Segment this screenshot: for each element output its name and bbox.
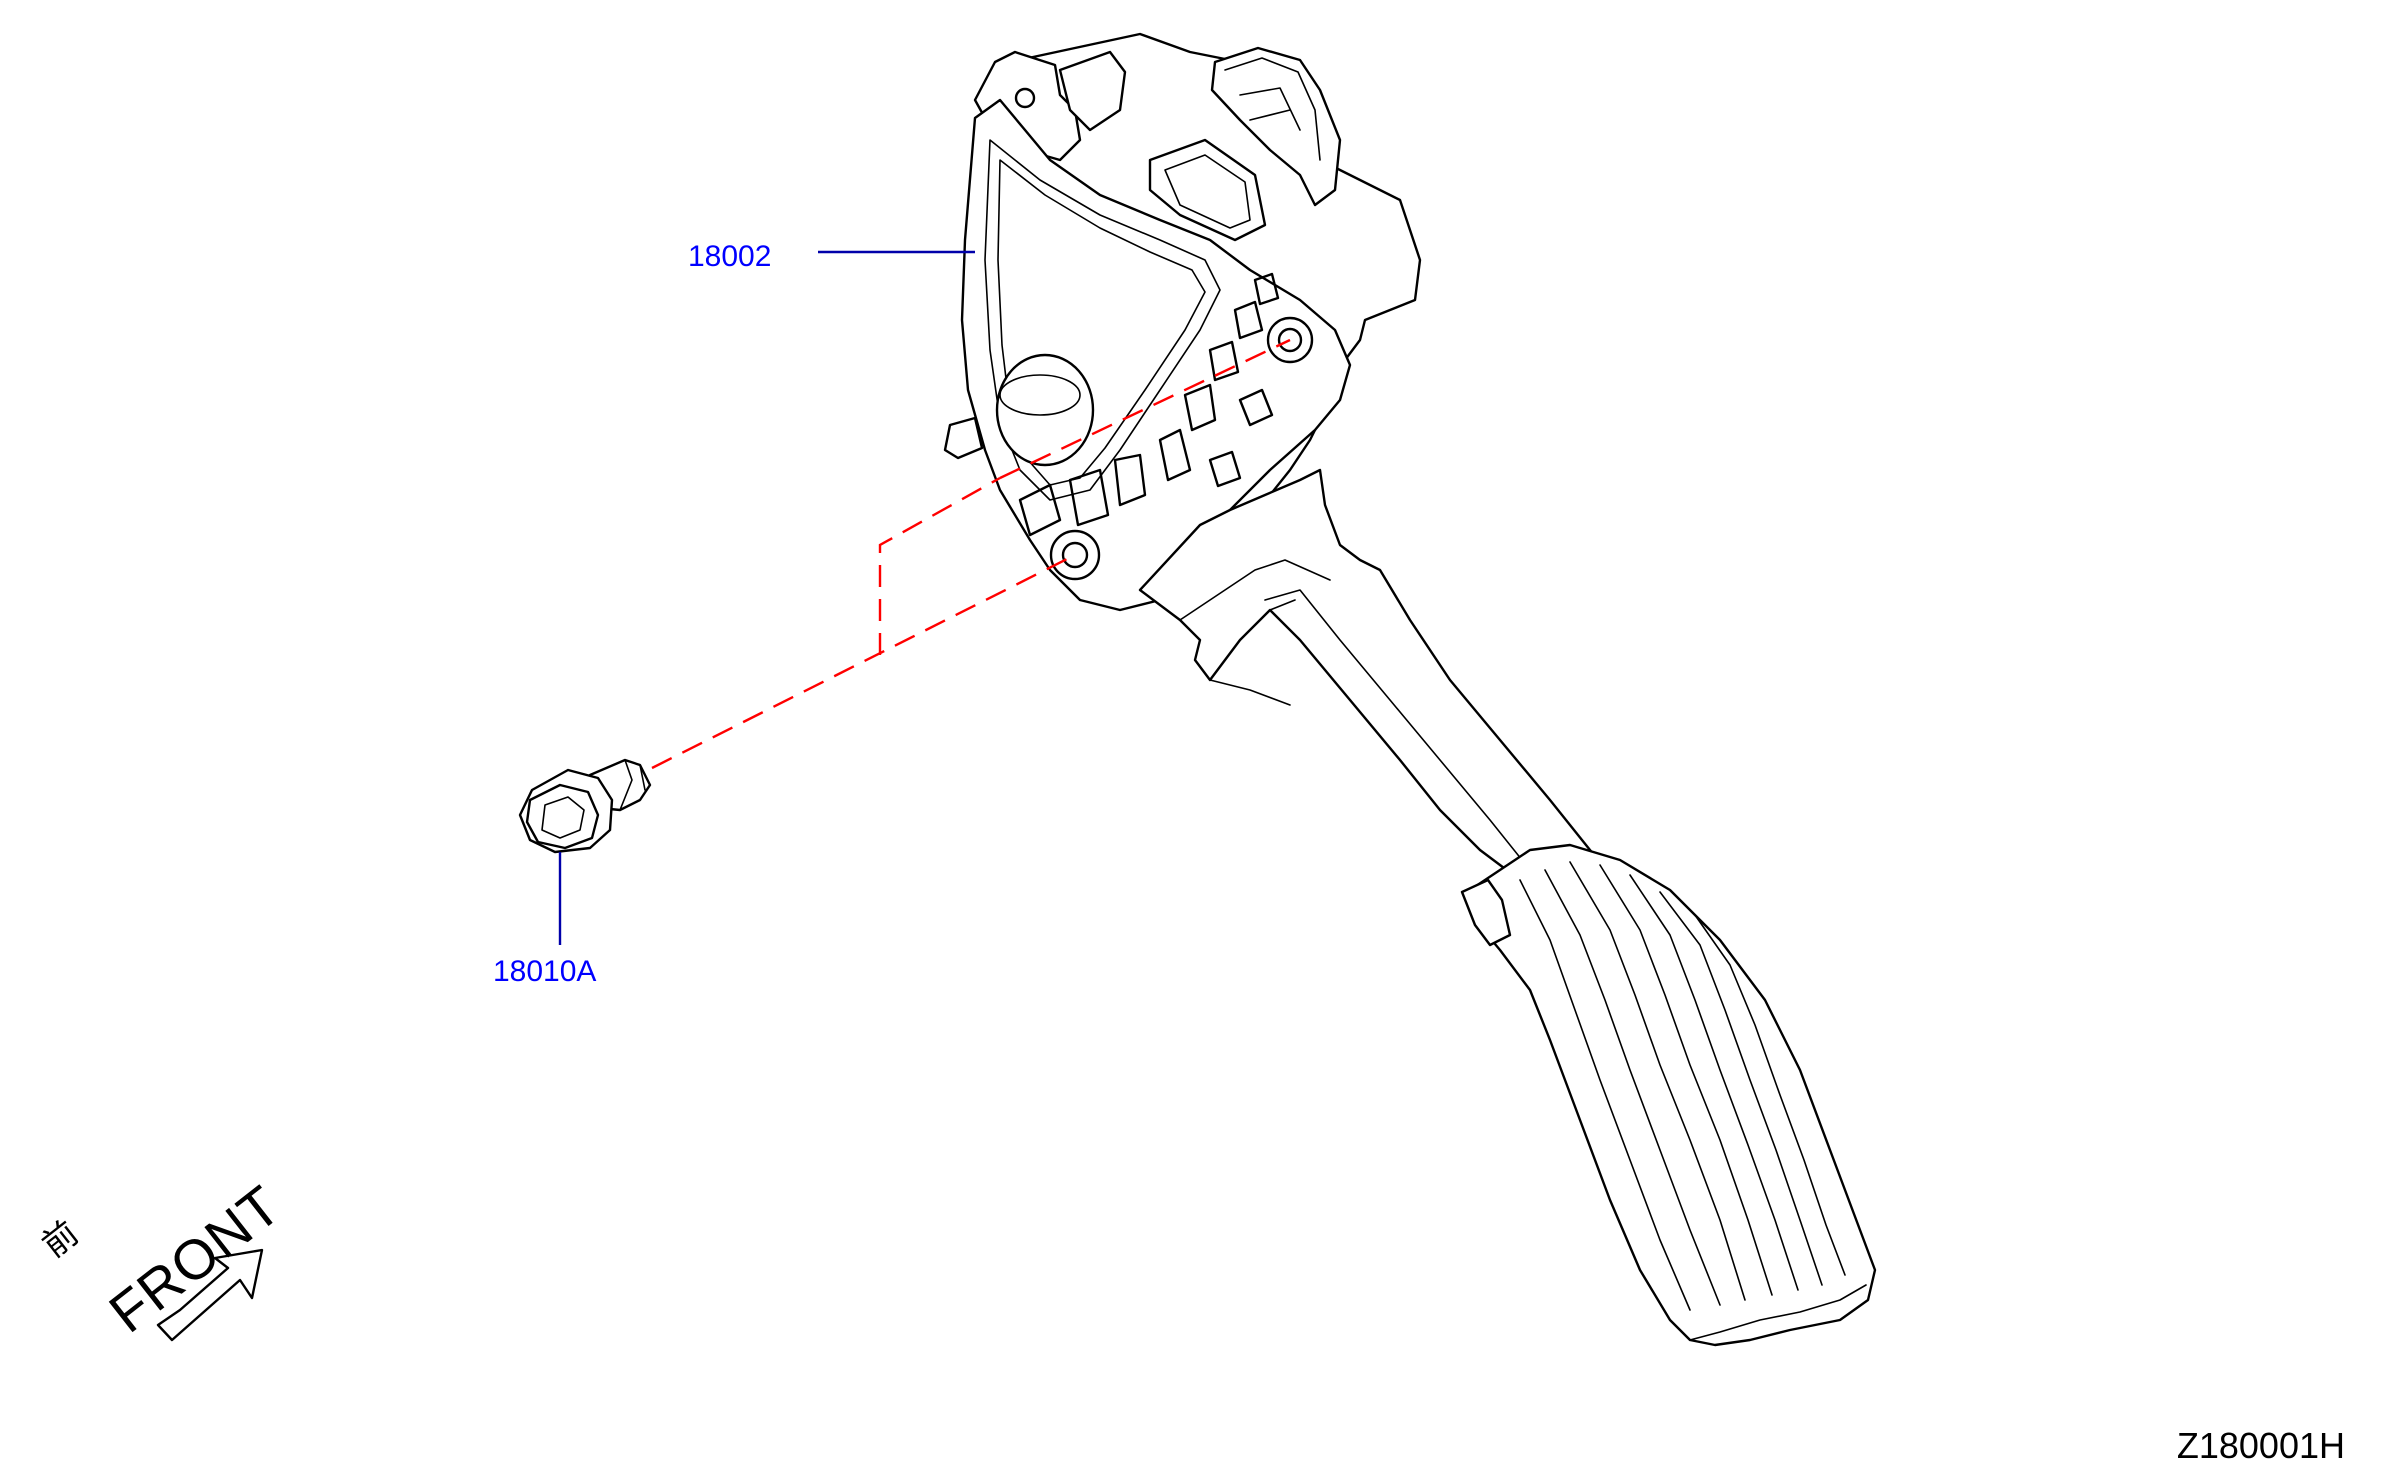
callout-18002: 18002 [688, 240, 772, 273]
installation-line-upper [999, 338, 1291, 480]
bracket-inner-rim [984, 139, 1221, 501]
bracket-tab-upper [1058, 50, 1127, 132]
mounting-bolt [518, 758, 652, 854]
lower-mounting-hole-inner [1061, 541, 1089, 569]
lower-mounting-hole [1049, 529, 1101, 581]
upper-mounting-hole-inner [1277, 327, 1303, 353]
installation-lines [651, 338, 1291, 770]
bolt-shank-step [619, 759, 646, 811]
front-arrow-icon [156, 1248, 264, 1342]
accelerator-pedal-assembly [943, 32, 1877, 1347]
connector-detail [1224, 57, 1321, 161]
bracket-side-stud [943, 416, 984, 460]
pedal-pad-hinge [1460, 878, 1512, 947]
installation-line-lower [651, 553, 1076, 770]
sensor-boss [995, 353, 1095, 467]
pedal-arm [1138, 468, 1612, 902]
sensor-boss-top [999, 374, 1081, 416]
pedal-pad-grooves [1519, 861, 1867, 1341]
pedal-arm-edge [1179, 559, 1531, 871]
front-direction-indicator: 前 FRONT [20, 1173, 320, 1370]
leader-lines [558, 250, 975, 945]
bolt-hex-head [525, 783, 600, 850]
diagram-id-code: Z180001H [2176, 1425, 2345, 1466]
bracket-ribs [1018, 272, 1280, 537]
pedal-connector [1210, 46, 1342, 207]
housing-inner-window [1164, 154, 1251, 229]
bolt-hex-face [541, 796, 585, 839]
callout-18010a: 18010A [493, 955, 597, 988]
pedal-arm-lower-edge [1209, 599, 1296, 706]
bracket-pin-hole [1014, 87, 1036, 109]
installation-line-offset [878, 476, 1001, 655]
